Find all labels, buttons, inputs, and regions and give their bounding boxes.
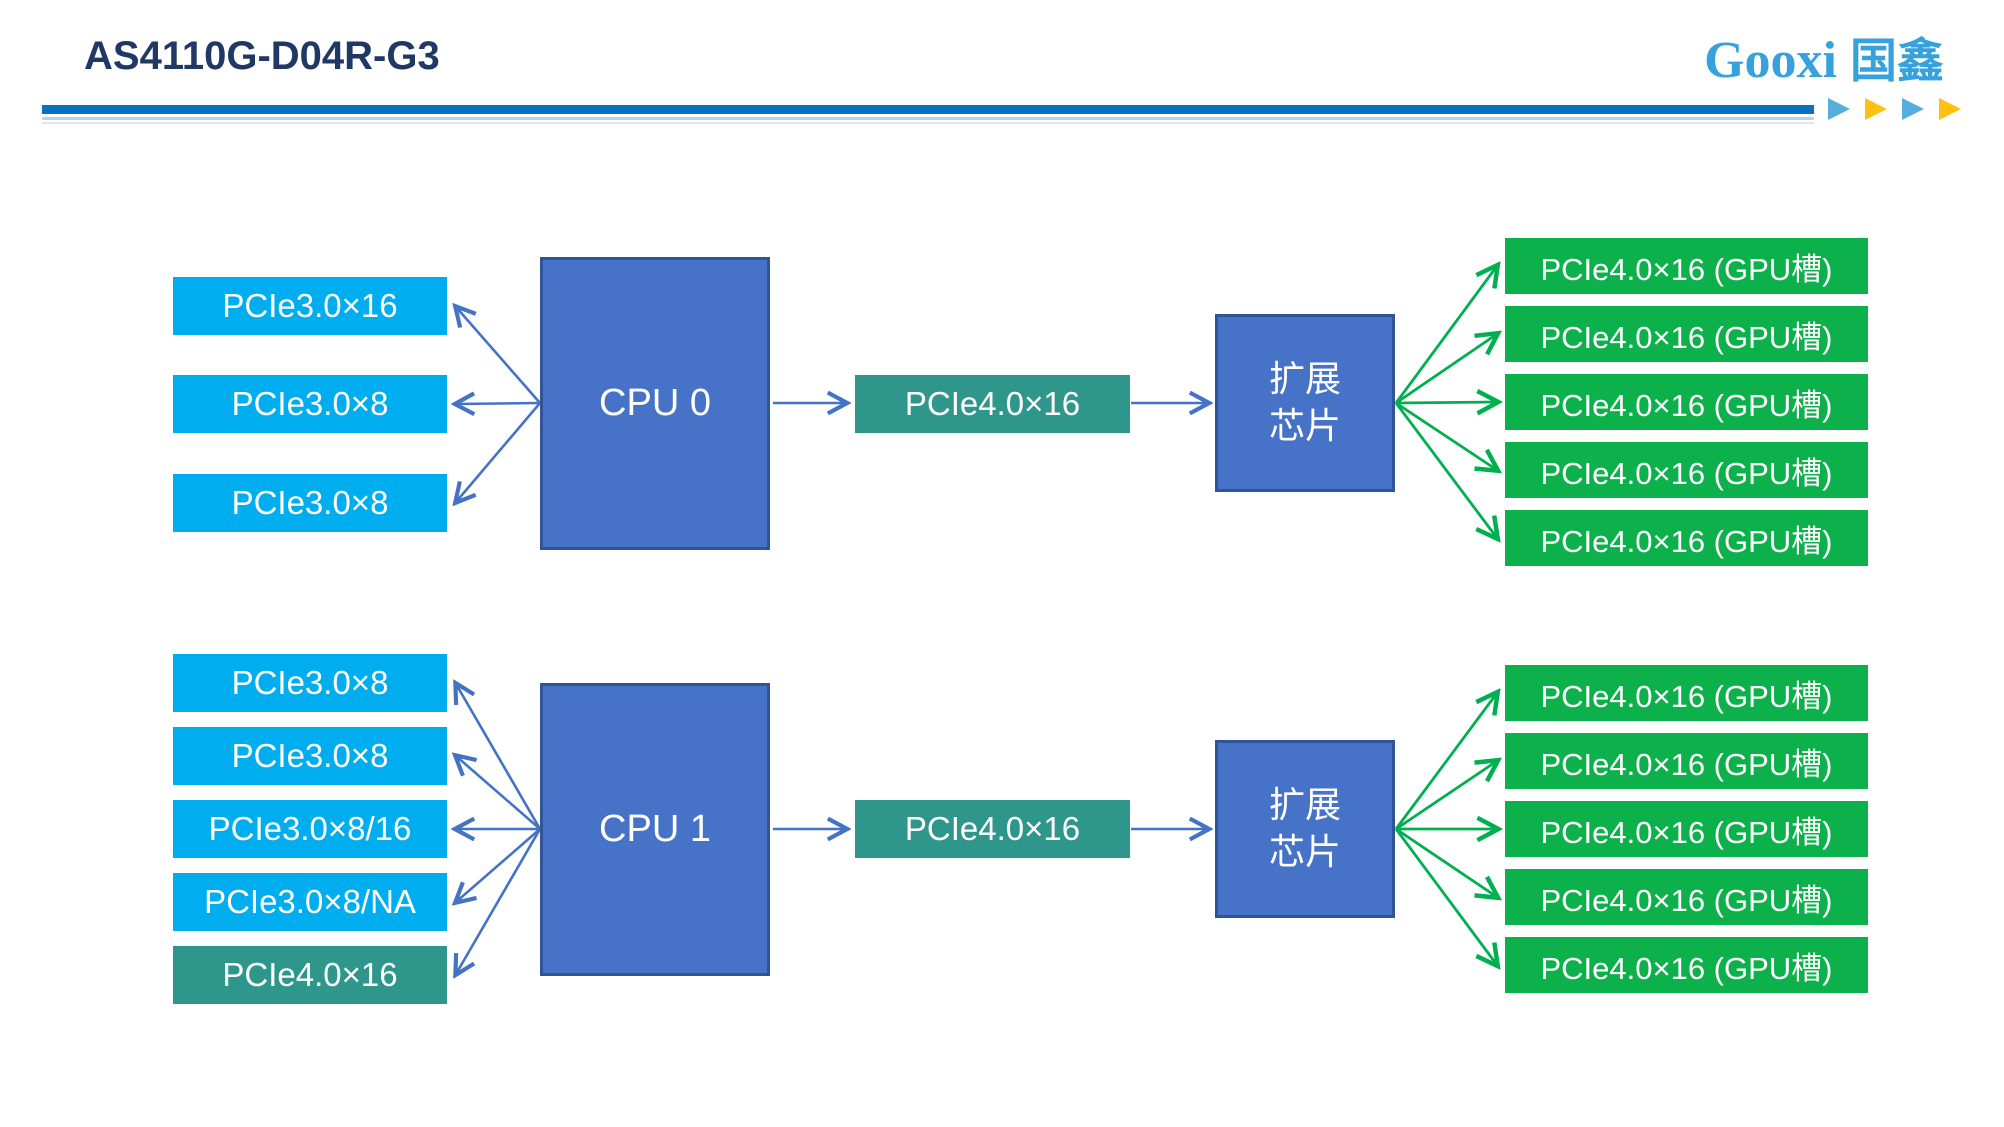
gpu-slot: PCIe4.0×16 (GPU槽) <box>1505 442 1868 498</box>
arrow-cpu0-slot1 <box>456 307 541 404</box>
arrow-expander0-gpu5 <box>1394 402 1497 538</box>
header-accent-line <box>42 117 1814 120</box>
arrow-expander1-gpu1 <box>1394 693 1497 830</box>
expander-label-line1: 扩展 <box>1268 784 1341 826</box>
arrow-cpu1-slot1 <box>456 684 542 830</box>
triangle-icon <box>1902 98 1924 120</box>
pcie-slot: PCIe3.0×8 <box>173 474 447 532</box>
gpu-slot: PCIe4.0×16 (GPU槽) <box>1505 306 1868 362</box>
brand-logo: Gooxi 国鑫 <box>1704 22 1944 91</box>
arrow-expander0-gpu1 <box>1394 266 1497 404</box>
gpu-slot: PCIe4.0×16 (GPU槽) <box>1505 238 1868 294</box>
arrow-expander0-gpu3 <box>1395 402 1497 403</box>
brand-logo-latin: Gooxi <box>1704 32 1837 89</box>
arrow-cpu1-slot4 <box>456 828 541 902</box>
pcie-slot: PCIe3.0×8 <box>173 654 447 712</box>
arrow-cpu0-slot3 <box>456 402 541 502</box>
page-title: AS4110G-D04R-G3 <box>84 34 440 78</box>
expander-chip: 扩展 芯片 <box>1215 314 1395 492</box>
header-accent-bar <box>42 105 1814 114</box>
arrow-expander1-gpu2 <box>1395 761 1497 831</box>
triangle-icon <box>1828 98 1850 120</box>
gpu-slot: PCIe4.0×16 (GPU槽) <box>1505 801 1868 857</box>
pcie-slot: PCIe3.0×16 <box>173 277 447 335</box>
header-accent-line-2 <box>42 122 1814 124</box>
arrow-expander0-gpu4 <box>1395 401 1497 470</box>
pcie-link: PCIe4.0×16 <box>855 800 1130 858</box>
gpu-slot: PCIe4.0×16 (GPU槽) <box>1505 869 1868 925</box>
gpu-slot: PCIe4.0×16 (GPU槽) <box>1505 374 1868 430</box>
arrow-cpu1-slot5 <box>456 828 542 974</box>
arrow-expander0-gpu2 <box>1395 334 1497 405</box>
gpu-slot: PCIe4.0×16 (GPU槽) <box>1505 733 1868 789</box>
gpu-slot: PCIe4.0×16 (GPU槽) <box>1505 510 1868 566</box>
expander-label-line1: 扩展 <box>1268 358 1341 400</box>
pcie-slot: PCIe4.0×16 <box>173 946 447 1004</box>
arrow-cpu0-slot2 <box>456 403 541 404</box>
gpu-slot: PCIe4.0×16 (GPU槽) <box>1505 665 1868 721</box>
triangle-icon <box>1939 98 1961 120</box>
pcie-slot: PCIe3.0×8 <box>173 727 447 785</box>
expander-chip: 扩展 芯片 <box>1215 740 1395 918</box>
pcie-slot: PCIe3.0×8/NA <box>173 873 447 931</box>
gpu-slot: PCIe4.0×16 (GPU槽) <box>1505 937 1868 993</box>
expander-label-line2: 芯片 <box>1268 405 1341 446</box>
pcie-slot: PCIe3.0×8 <box>173 375 447 433</box>
triangle-icon <box>1865 98 1887 120</box>
cpu0-block: CPU 0 <box>540 257 770 550</box>
cpu1-block: CPU 1 <box>540 683 770 976</box>
arrow-cpu1-slot2 <box>456 756 541 830</box>
arrow-expander1-gpu4 <box>1395 827 1497 897</box>
brand-logo-cjk: 国鑫 <box>1850 36 1944 88</box>
expander-label-line2: 芯片 <box>1268 831 1341 872</box>
pcie-link: PCIe4.0×16 <box>855 375 1130 433</box>
arrow-expander1-gpu5 <box>1394 828 1497 965</box>
pcie-slot: PCIe3.0×8/16 <box>173 800 447 858</box>
